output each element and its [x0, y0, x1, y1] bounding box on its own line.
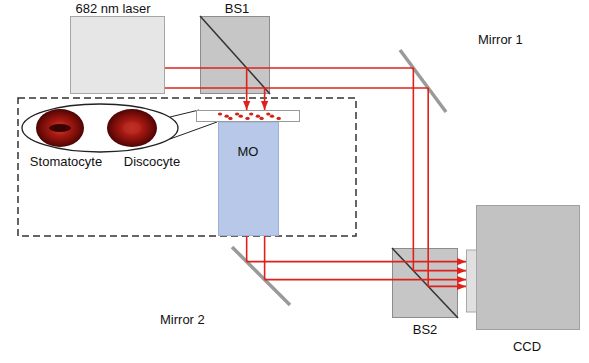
- mirror-shape: [232, 247, 290, 305]
- beam-ray: [392, 279, 466, 281]
- microscope-objective: MO: [196, 110, 300, 236]
- laser-beam: [247, 68, 265, 110]
- mirror-shape: [400, 50, 446, 112]
- mirror: Mirror 1: [400, 50, 446, 112]
- beam-splitter: BS1: [200, 16, 270, 94]
- beam-ray: [247, 67, 414, 69]
- label-holder: Mirror 1: [478, 32, 523, 47]
- mirror-plate: [232, 247, 290, 305]
- component-label: BS2: [413, 322, 438, 337]
- beam-splitter-shape: [200, 16, 270, 94]
- laser-beam: [392, 262, 466, 287]
- beam-ray: [265, 279, 392, 281]
- splitting-surface: [200, 16, 270, 94]
- beam-ray: [246, 236, 248, 262]
- mirror: Mirror 2: [232, 247, 290, 305]
- beam-ray: [165, 87, 265, 89]
- beam-ray: [165, 67, 247, 69]
- cell-label: Stomatocyte: [30, 154, 102, 169]
- label-holder: Stomatocyte: [30, 154, 102, 169]
- beam-ray: [427, 88, 429, 286]
- beam-ray: [246, 68, 248, 110]
- laser-box-shape: [70, 16, 165, 94]
- beam-ray: [428, 286, 466, 288]
- stomatocyte-cell: [36, 109, 84, 147]
- zoom-outline: [22, 104, 178, 152]
- component-label: 682 nm laser: [75, 1, 150, 16]
- zoom-ellipse-shape: [20, 100, 180, 156]
- mirror-plate: [400, 50, 446, 112]
- beam-ray: [264, 88, 266, 110]
- beam-splitter: BS2: [392, 248, 458, 318]
- cube-body: [393, 249, 458, 318]
- label-holder: 682 nm laser: [75, 1, 150, 16]
- camera-body: [477, 206, 580, 330]
- red-cells-dots: [218, 112, 281, 120]
- microscope-objective-shape: [196, 110, 300, 236]
- component-label: MO: [238, 144, 259, 159]
- label-holder: BS2: [413, 322, 438, 337]
- component-label: BS1: [225, 1, 250, 16]
- beam-ray: [264, 236, 266, 280]
- label-holder: Discocyte: [124, 154, 180, 169]
- label-holder: BS1: [225, 1, 250, 16]
- beam-ray: [247, 261, 392, 263]
- beam-ray: [413, 68, 415, 271]
- ccd-camera: CCD: [466, 205, 580, 330]
- cell-label: Discocyte: [124, 154, 180, 169]
- laser-box: 682 nm laser: [70, 16, 165, 94]
- cube-body: [201, 17, 270, 94]
- laser-body: [71, 17, 165, 94]
- sample-slide: [197, 111, 300, 122]
- ccd-camera-shape: [466, 205, 580, 330]
- component-label: Mirror 2: [160, 312, 205, 327]
- component-label: Mirror 1: [478, 32, 523, 47]
- laser-beam: [247, 236, 265, 280]
- laser-beam: [413, 68, 428, 286]
- label-holder: CCD: [513, 339, 541, 354]
- beam-ray: [413, 270, 466, 272]
- camera-sensor: [467, 250, 477, 312]
- discocyte-cell: [107, 109, 157, 147]
- beam-splitter-shape: [392, 248, 458, 318]
- beam-ray: [392, 261, 466, 263]
- laser-beam: [247, 68, 429, 88]
- sample-region: [18, 98, 356, 236]
- label-holder: MO: [238, 144, 259, 159]
- zoom-ellipse: StomatocyteDiscocyte: [20, 100, 180, 156]
- laser-beam: [165, 68, 265, 88]
- beam-ray: [265, 87, 429, 89]
- component-label: CCD: [513, 339, 541, 354]
- label-holder: Mirror 2: [160, 312, 205, 327]
- splitting-surface: [392, 248, 458, 318]
- zoom-line: [170, 110, 199, 117]
- laser-beam: [247, 262, 392, 280]
- objective-body: [219, 122, 279, 236]
